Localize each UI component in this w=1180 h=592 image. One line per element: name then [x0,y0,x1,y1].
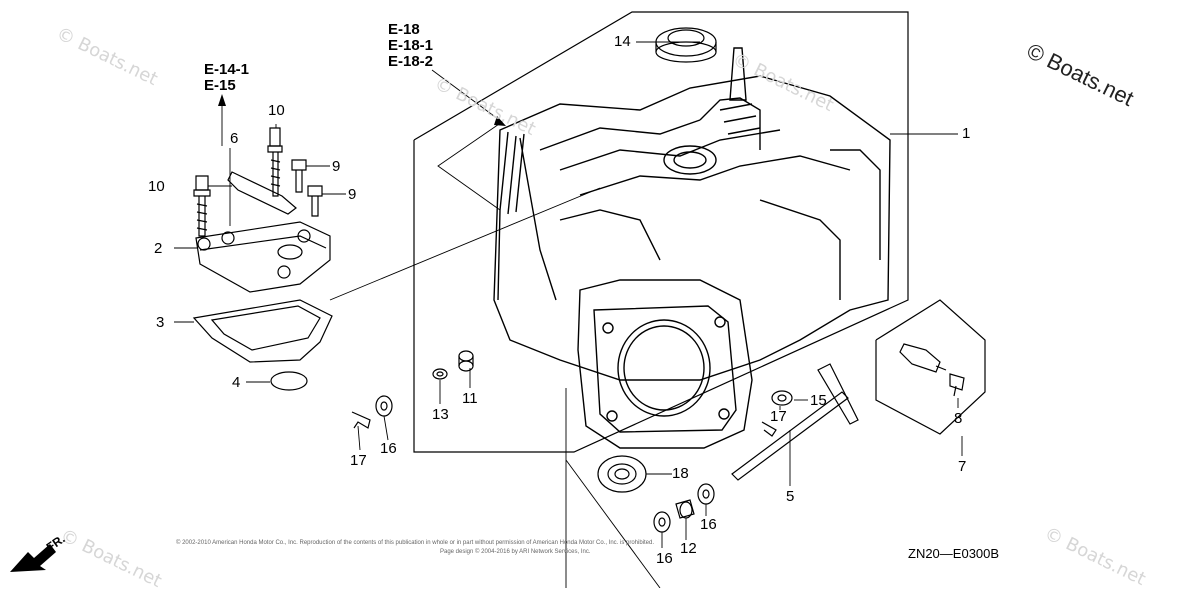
callout-8: 8 [954,410,963,427]
washer-16-right [697,483,715,505]
callout-14: 14 [614,33,631,50]
bolt-10-left [193,175,211,237]
bolt-10-upper [267,127,283,197]
callout-6: 6 [230,130,239,147]
bolt-9-lower [307,185,323,217]
oil-seal [655,27,717,63]
collar-12 [675,499,695,519]
diagram-code: ZN20—E0300B [908,546,1000,561]
front-arrow-icon [10,544,56,572]
callout-17: 17 [770,408,787,425]
callout-2: 2 [154,240,163,257]
washer-16-lower [653,511,671,533]
breather-plate [270,371,308,391]
cylinder-block [493,47,891,449]
callout-3: 3 [156,314,165,331]
washer-16-left [375,395,393,417]
callout-4: 4 [232,374,241,391]
pin-17-right [761,421,777,437]
oil-level-sensor [899,343,947,373]
bolt-8 [949,373,965,397]
callout-5: 5 [786,488,795,505]
callout-16: 16 [700,516,717,533]
callout-16: 16 [380,440,397,457]
copyright-notice: © 2002-2010 American Honda Motor Co., In… [176,540,655,546]
callout-10: 10 [148,178,165,195]
callout-10: 10 [268,102,285,119]
callout-7: 7 [958,458,967,475]
ref-e-18-1: E-18-1 [388,37,434,54]
callout-1: 1 [962,125,971,142]
breather-cover [195,221,331,293]
pin-17-left [351,411,371,429]
callout-11: 11 [462,390,478,407]
block-group-outline [413,11,909,453]
copyright-notice: Page design © 2004-2016 by ARI Network S… [440,549,591,555]
callout-9: 9 [332,158,341,175]
washer-13 [432,368,448,380]
washer-17-right [771,390,793,406]
callout-18: 18 [672,465,689,482]
breather-plate-6 [227,171,297,215]
callout-15: 15 [810,392,827,409]
bolt-9-upper [291,159,307,193]
callout-9: 9 [348,186,357,203]
callout-16: 16 [656,550,673,567]
governor-shaft [731,363,859,481]
callout-12: 12 [680,540,697,557]
bearing-18 [597,455,647,493]
ref-e-18: E-18 [388,21,420,38]
callout-13: 13 [432,406,449,423]
dowel-11 [458,350,474,372]
ref-e-15: E-15 [204,77,236,94]
ref-e-18-2: E-18-2 [388,53,434,70]
ref-e-14-1: E-14-1 [204,61,250,78]
breather-gasket [192,299,333,363]
sensor-group-outline [875,299,986,435]
callout-17: 17 [350,452,367,469]
